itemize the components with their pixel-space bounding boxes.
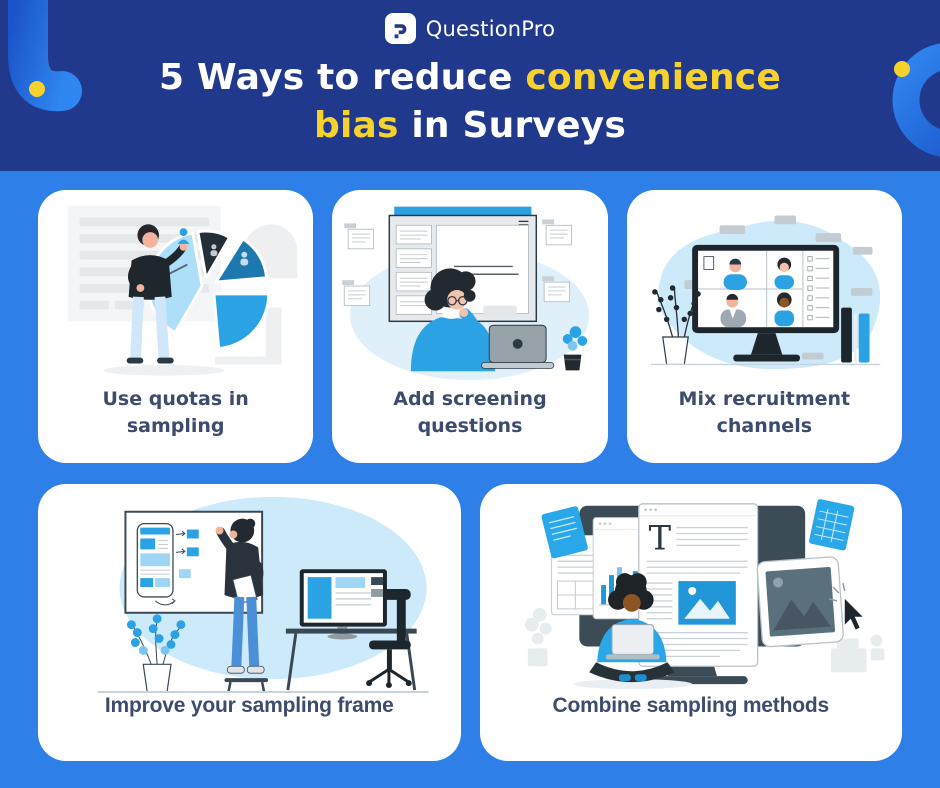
quotas-illustration <box>38 190 313 386</box>
faint-decor <box>524 607 884 673</box>
books <box>840 307 870 363</box>
title-white-2: in Surveys <box>411 104 626 146</box>
card-label: Combine sampling methods <box>552 694 830 717</box>
presenter-man <box>126 224 190 364</box>
call-participant-3 <box>720 293 746 328</box>
sticky-notes <box>178 529 199 579</box>
card-use-quotas: Use quotas in sampling <box>38 190 314 463</box>
header: QuestionPro 5 Ways to reduce convenience… <box>0 0 940 171</box>
combine-methods-illustration: T <box>480 484 903 694</box>
floating-documents <box>342 219 573 307</box>
card-screening-questions: Add screening questions <box>332 190 608 463</box>
card-row-2: Improve your sampling frame <box>38 484 902 761</box>
standing-man <box>215 518 269 693</box>
screening-illustration <box>332 190 607 386</box>
card-row-1: Use quotas in sampling <box>38 190 902 463</box>
blue-figurine <box>177 228 190 244</box>
svg-text:T: T <box>648 518 671 557</box>
card-grid: Use quotas in sampling <box>38 190 902 761</box>
laptop <box>605 624 660 660</box>
page-title: 5 Ways to reduce convenience bias in Sur… <box>0 54 940 150</box>
sampling-frame-illustration <box>38 484 461 694</box>
plant <box>126 614 186 693</box>
monitor <box>691 244 839 362</box>
woman-at-laptop <box>411 268 496 372</box>
people-glyphs <box>210 244 249 266</box>
card-label: Use quotas in sampling <box>102 388 249 437</box>
image-placeholder <box>677 581 736 625</box>
call-participant-2 <box>774 257 794 289</box>
plant <box>563 326 588 371</box>
title-yellow-1: convenience <box>525 57 781 98</box>
tablet-photo <box>756 556 844 648</box>
video-conference-monitor-illustration <box>650 215 880 370</box>
office-chair <box>366 589 412 689</box>
questionpro-logo-icon <box>384 13 416 44</box>
card-sampling-frame: Improve your sampling frame <box>38 484 461 761</box>
cursor-icon <box>828 582 863 630</box>
recruitment-illustration <box>627 190 902 386</box>
checklist <box>807 256 830 321</box>
brand: QuestionPro <box>0 13 940 44</box>
card-label: Mix recruitment channels <box>678 388 851 437</box>
blue-paper-left <box>541 506 588 559</box>
card-label: Improve your sampling frame <box>104 694 394 717</box>
call-participant-1 <box>703 256 747 290</box>
card-recruitment-channels: Mix recruitment channels <box>626 190 902 463</box>
woman-laptop-presentation-illustration <box>342 206 590 381</box>
blue-paper-right <box>808 499 854 551</box>
man-presenting-pie-chart-illustration <box>67 205 298 376</box>
call-participant-4 <box>774 292 794 327</box>
document-window: T <box>637 503 758 667</box>
brand-name: QuestionPro <box>425 16 556 41</box>
card-label: Add screening questions <box>393 388 547 437</box>
person-laptop-documents-illustration: T <box>524 499 884 690</box>
card-combine-methods: T <box>479 484 903 761</box>
man-whiteboard-wireframes-illustration <box>97 496 429 694</box>
title-yellow-2: bias <box>314 104 399 146</box>
sitting-person <box>572 573 692 690</box>
title-white-1: 5 Ways to reduce <box>159 57 513 98</box>
laptop <box>481 305 555 369</box>
